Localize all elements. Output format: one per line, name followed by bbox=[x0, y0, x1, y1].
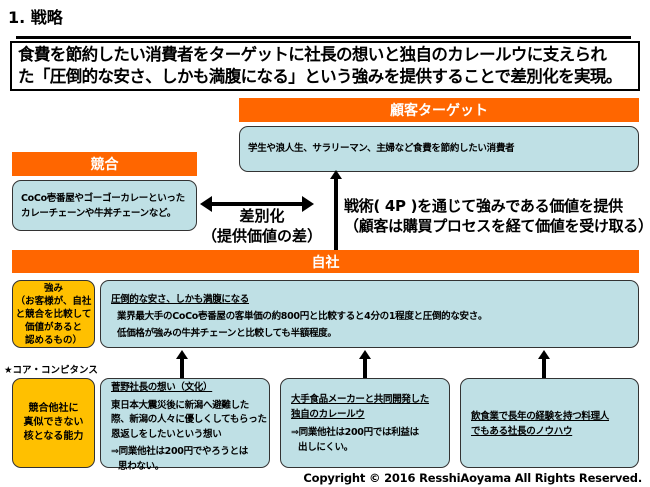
core-side-line: 核となる能力 bbox=[23, 431, 84, 442]
core-item-title: 菅野社長の想い（文化） bbox=[111, 382, 213, 393]
core-competence-label: ★コア・コンピタンス bbox=[4, 365, 98, 376]
strength-line: 業界最大手のCoCo壱番屋の客単価の約800円と比較すると4分の1程度と圧倒的な… bbox=[117, 311, 488, 322]
core-item-title: 独自のカレールウ bbox=[291, 408, 365, 420]
divider bbox=[16, 36, 631, 39]
tactics-label: 戦術( 4P )を通じて強みである価値を提供 （顧客は購買プロセスを経て価値を受… bbox=[344, 196, 650, 236]
strength-label-line: 強み bbox=[43, 282, 63, 294]
tactics-line: （顧客は購買プロセスを経て価値を受け取る） bbox=[344, 217, 650, 235]
core-item-title: でもある社長のノウハウ bbox=[471, 426, 573, 437]
double-arrow-icon bbox=[200, 196, 314, 212]
differentiation-label: 差別化 （提供価値の差） bbox=[196, 206, 328, 246]
core-item-note: ⇒同業他社は200円では利益は bbox=[291, 427, 419, 438]
target-header: 顧客ターゲット bbox=[239, 98, 639, 122]
strength-box: 圧倒的な安さ、しかも満腹になる 業界最大手のCoCo壱番屋の客単価の約800円と… bbox=[100, 280, 639, 348]
core-item-note: 出しにくい。 bbox=[298, 441, 354, 453]
strength-line: 低価格が強みの牛丼チェーンと比較しても半額程度。 bbox=[117, 328, 337, 339]
core-item-box: 菅野社長の想い（文化） 東日本大震災後に新潟へ避難した 際、新潟の人々に優しくし… bbox=[100, 378, 270, 472]
core-item-box: 飲食業で長年の経験を持つ料理人 でもある社長のノウハウ bbox=[460, 378, 639, 468]
arrow-up-icon bbox=[176, 350, 188, 359]
differentiation-title: 差別化 bbox=[239, 207, 285, 225]
arrow-up-icon bbox=[538, 350, 550, 359]
copyright: Copyright © 2016 ResshiAoyama All Rights… bbox=[303, 471, 642, 485]
headline-box: 食費を節約したい消費者をターゲットに社長の想いと独自のカレールウに支えられ た「… bbox=[10, 41, 640, 91]
core-side-box: 競合他社に 真似できない 核となる能力 bbox=[12, 378, 95, 468]
core-side-line: 真似できない bbox=[23, 417, 84, 428]
headline-line: 食費を節約したい消費者をターゲットに社長の想いと独自のカレールウに支えられ bbox=[18, 45, 607, 64]
strength-label-box: 強み （お客様が、自社 と競合を比較して 価値があると 認めるもの） bbox=[12, 280, 95, 348]
strength-title: 圧倒的な安さ、しかも満腹になる bbox=[111, 294, 250, 305]
core-item-title: 大手食品メーカーと共同開発した bbox=[291, 394, 430, 405]
arrow-shaft bbox=[363, 358, 367, 378]
arrow-shaft bbox=[542, 358, 546, 378]
headline-line: た「圧倒的な安さ、しかも満腹になる」という強みを提供することで差別化を実現。 bbox=[18, 67, 622, 86]
tactics-line: 戦術( 4P )を通じて強みである価値を提供 bbox=[344, 197, 623, 215]
core-item-title: 飲食業で長年の経験を持つ料理人 bbox=[471, 411, 610, 422]
core-item-line: 恩返しをしたいという想い bbox=[111, 428, 222, 440]
competitor-box: CoCo壱番屋やゴーゴーカレーといった カレーチェーンや牛丼チェーンなど。 bbox=[12, 180, 197, 231]
core-side-line: 競合他社に bbox=[28, 403, 79, 414]
strength-label-line: 認めるもの） bbox=[24, 334, 82, 346]
arrow-up-icon bbox=[359, 350, 371, 359]
core-item-note: ⇒同業他社は200円でやろうとは bbox=[111, 446, 248, 457]
target-box: 学生や浪人生、サラリーマン、主婦など食費を節約したい消費者 bbox=[239, 126, 639, 172]
company-header: 自社 bbox=[12, 250, 639, 273]
strength-label-line: （お客様が、自社 bbox=[15, 295, 92, 307]
target-text: 学生や浪人生、サラリーマン、主婦など食費を節約したい消費者 bbox=[248, 143, 515, 154]
differentiation-sub: （提供価値の差） bbox=[201, 227, 322, 245]
page-title: 1. 戦略 bbox=[8, 8, 63, 27]
strength-label-line: 価値があると bbox=[24, 321, 82, 333]
arrow-shaft bbox=[334, 178, 338, 250]
strength-label-line: と競合を比較して bbox=[15, 308, 92, 320]
core-item-note: 思わない。 bbox=[118, 460, 165, 472]
arrow-shaft bbox=[180, 358, 184, 378]
competitor-header: 競合 bbox=[12, 152, 197, 176]
core-item-line: 東日本大震災後に新潟へ避難した bbox=[111, 399, 250, 411]
core-item-box: 大手食品メーカーと共同開発した 独自のカレールウ ⇒同業他社は200円では利益は… bbox=[280, 378, 450, 468]
arrow-up-icon bbox=[330, 170, 342, 179]
competitor-line: CoCo壱番屋やゴーゴーカレーといった bbox=[21, 193, 185, 204]
competitor-line: カレーチェーンや牛丼チェーンなど。 bbox=[21, 208, 176, 219]
core-item-line: 際、新潟の人々に優しくしてもらった bbox=[111, 414, 267, 425]
